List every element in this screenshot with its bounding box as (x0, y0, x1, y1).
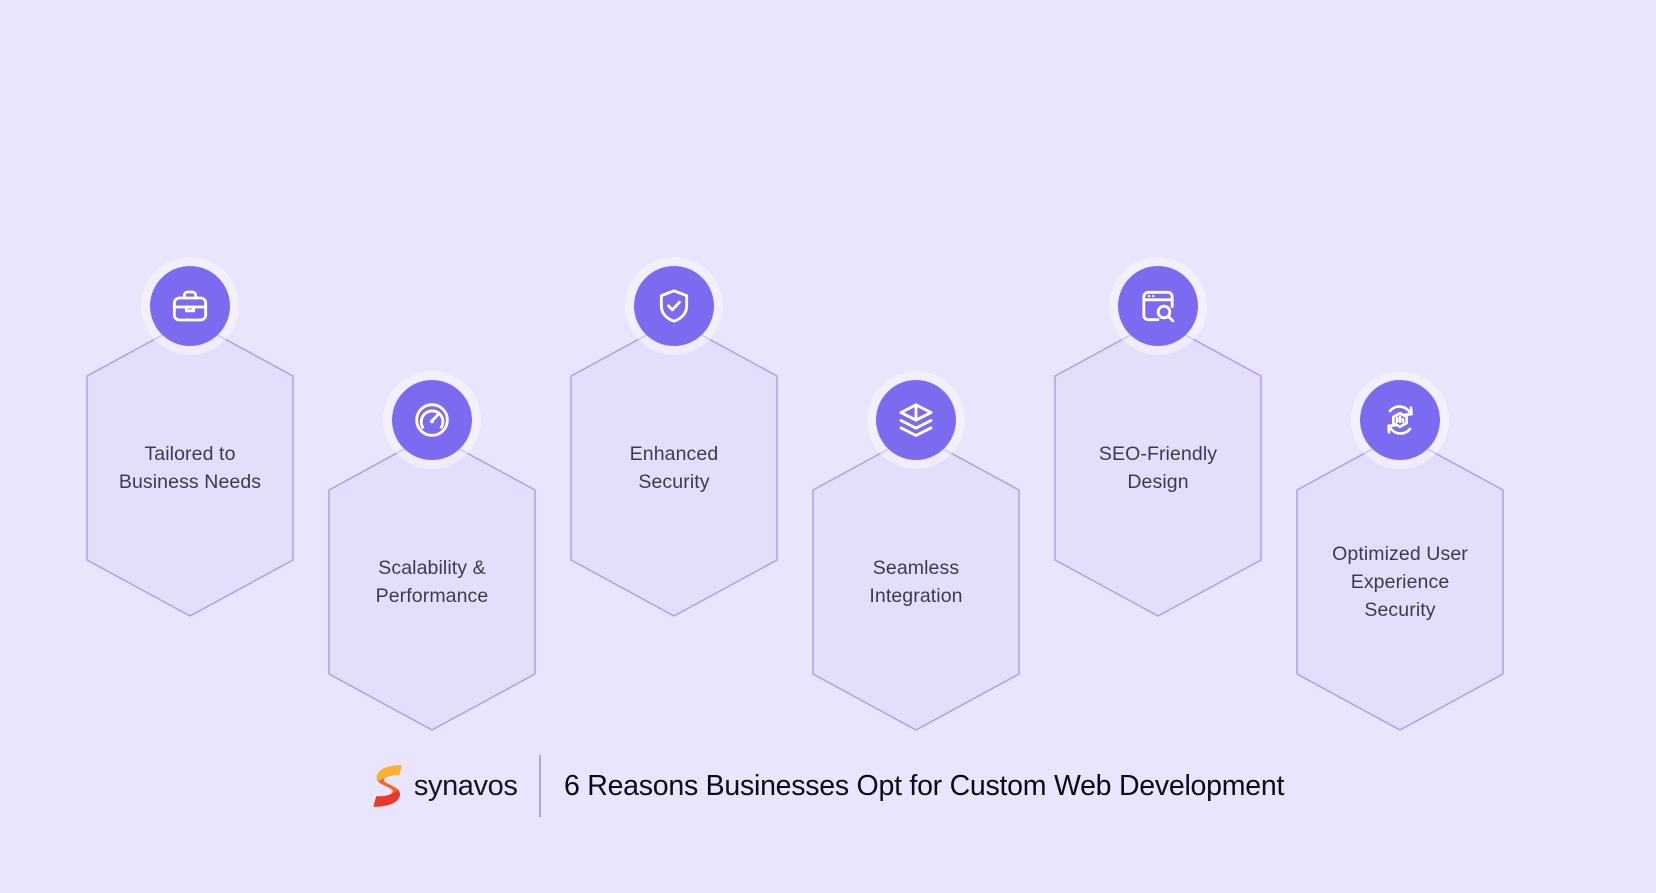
hex-card-label: Tailored to Business Needs (118, 443, 262, 493)
hex-card-label: SEO-Friendly Design (1098, 443, 1218, 493)
hexagon-shape (327, 432, 537, 732)
hex-card-label: Optimized User Experience Security (1332, 543, 1468, 621)
hexagon-shape (1295, 432, 1505, 732)
hex-card-label: Enhanced Security (629, 443, 719, 493)
speedometer-icon (392, 380, 472, 460)
browser-search-icon (1118, 266, 1198, 346)
brand-lockup: synavos (372, 764, 540, 808)
hexagon-shape (811, 432, 1021, 732)
hex-card-scalability-and-performance[interactable]: Scalability & Performance (327, 380, 537, 732)
hex-card-seo-friendly-design[interactable]: SEO-Friendly Design (1053, 266, 1263, 618)
hexagon-shape (1053, 318, 1263, 618)
synavos-logo-icon (373, 765, 402, 807)
hex-card-label: Scalability & Performance (375, 557, 489, 607)
brand-name: synavos (413, 769, 518, 802)
hexagon-shape (569, 318, 779, 618)
hex-card-optimized-user-experience-security[interactable]: Optimized User Experience Security (1295, 380, 1505, 732)
footer-divider (539, 755, 541, 817)
hex-card-label: Seamless Integration (869, 557, 963, 607)
shield-check-icon (634, 266, 714, 346)
hexagon-shape (85, 318, 295, 618)
optimize-cycle-icon (1360, 380, 1440, 460)
footer: synavos 6 Reasons Businesses Opt for Cus… (0, 755, 1656, 817)
layers-icon (876, 380, 956, 460)
briefcase-icon (150, 266, 230, 346)
footer-title: 6 Reasons Businesses Opt for Custom Web … (563, 769, 1285, 802)
hex-card-enhanced-security[interactable]: Enhanced Security (569, 266, 779, 618)
hex-card-tailored-to-business-needs[interactable]: Tailored to Business Needs (85, 266, 295, 618)
hex-card-seamless-integration[interactable]: Seamless Integration (811, 380, 1021, 732)
